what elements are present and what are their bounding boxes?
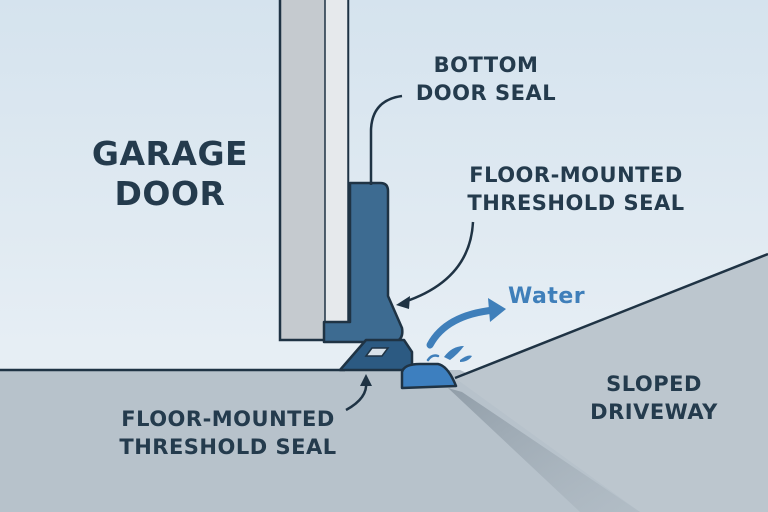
threshold-seal-upper-label-line2: THRESHOLD SEAL [467, 190, 685, 215]
threshold-seal-lower-arrowhead [360, 374, 372, 386]
water-droplet-icon [460, 355, 472, 362]
threshold-seal-lower-label-line1: FLOOR-MOUNTED [121, 407, 335, 431]
water-droplet-icon [444, 346, 464, 360]
threshold-seal-upper-arrowhead [396, 296, 410, 309]
sloped-driveway-label-line2: DRIVEWAY [590, 399, 718, 424]
water-arrowhead [488, 298, 506, 322]
threshold-seal-lower-label-line2: THRESHOLD SEAL [119, 434, 337, 459]
sloped-driveway [455, 254, 768, 512]
threshold-seal-lower-label: FLOOR-MOUNTED THRESHOLD SEAL [96, 406, 360, 462]
garage-door-label: GARAGE DOOR [70, 134, 270, 215]
sloped-driveway-label: SLOPED DRIVEWAY [570, 371, 738, 427]
threshold-seal-notch [364, 347, 390, 357]
bottom-seal-leader [369, 94, 403, 185]
water-label: Water [508, 284, 586, 309]
garage-door-panel-edge [324, 0, 349, 331]
threshold-seal-upper-label-line1: FLOOR-MOUNTED [469, 163, 683, 187]
bottom-door-seal-label-line1: BOTTOM [433, 53, 539, 77]
sloped-driveway-label-line1: SLOPED [606, 372, 702, 396]
water-splash-icon [426, 354, 440, 362]
driveway-edge [454, 252, 768, 380]
garage-door-label-line1: GARAGE [91, 134, 249, 173]
bottom-door-seal-label: BOTTOM DOOR SEAL [398, 52, 574, 108]
seal-shadow [448, 388, 640, 512]
garage-door-label-line2: DOOR [114, 174, 226, 214]
threshold-seal-bump [400, 362, 458, 390]
threshold-seal-upper-arrow [403, 221, 475, 304]
bottom-door-seal-label-line2: DOOR SEAL [415, 80, 557, 105]
water-arrow [426, 306, 498, 349]
threshold-seal-upper-label: FLOOR-MOUNTED THRESHOLD SEAL [438, 162, 714, 218]
